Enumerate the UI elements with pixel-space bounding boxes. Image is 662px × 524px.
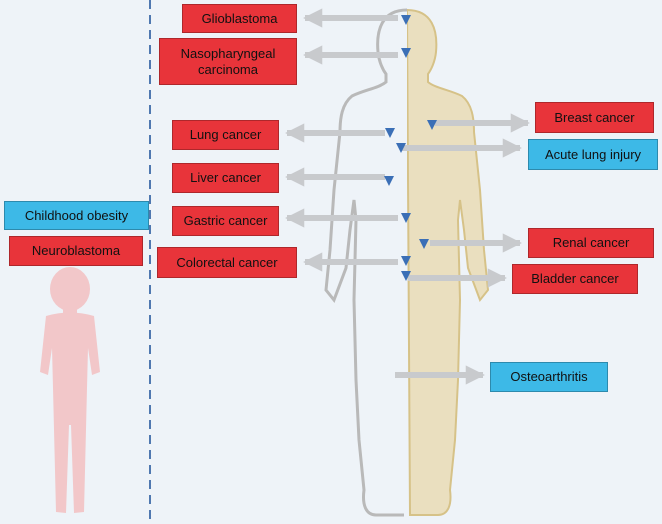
child-silhouette [40, 267, 100, 513]
marker-kidney [419, 239, 429, 249]
marker-lung-left [385, 128, 395, 138]
label-breast-cancer: Breast cancer [535, 102, 654, 133]
marker-colon [401, 256, 411, 266]
marker-nasopharynx [401, 48, 411, 58]
label-renal-cancer: Renal cancer [528, 228, 654, 258]
marker-liver [384, 176, 394, 186]
marker-brain [401, 15, 411, 25]
label-bladder-cancer: Bladder cancer [512, 264, 638, 294]
label-lung-cancer: Lung cancer [172, 120, 279, 150]
label-gastric-cancer: Gastric cancer [172, 206, 279, 236]
label-nasopharyngeal-carcinoma: Nasopharyngeal carcinoma [159, 38, 297, 85]
label-liver-cancer: Liver cancer [172, 163, 279, 193]
label-neuroblastoma: Neuroblastoma [9, 236, 143, 266]
site-markers [384, 15, 437, 281]
arrows [285, 8, 530, 385]
marker-bladder [401, 271, 411, 281]
label-acute-lung-injury: Acute lung injury [528, 139, 658, 170]
label-osteoarthritis: Osteoarthritis [490, 362, 608, 392]
marker-stomach [401, 213, 411, 223]
label-glioblastoma: Glioblastoma [182, 4, 297, 33]
marker-lung-center [396, 143, 406, 153]
label-childhood-obesity: Childhood obesity [4, 201, 149, 230]
label-colorectal-cancer: Colorectal cancer [157, 247, 297, 278]
marker-breast [427, 120, 437, 130]
adult-body [324, 8, 490, 517]
